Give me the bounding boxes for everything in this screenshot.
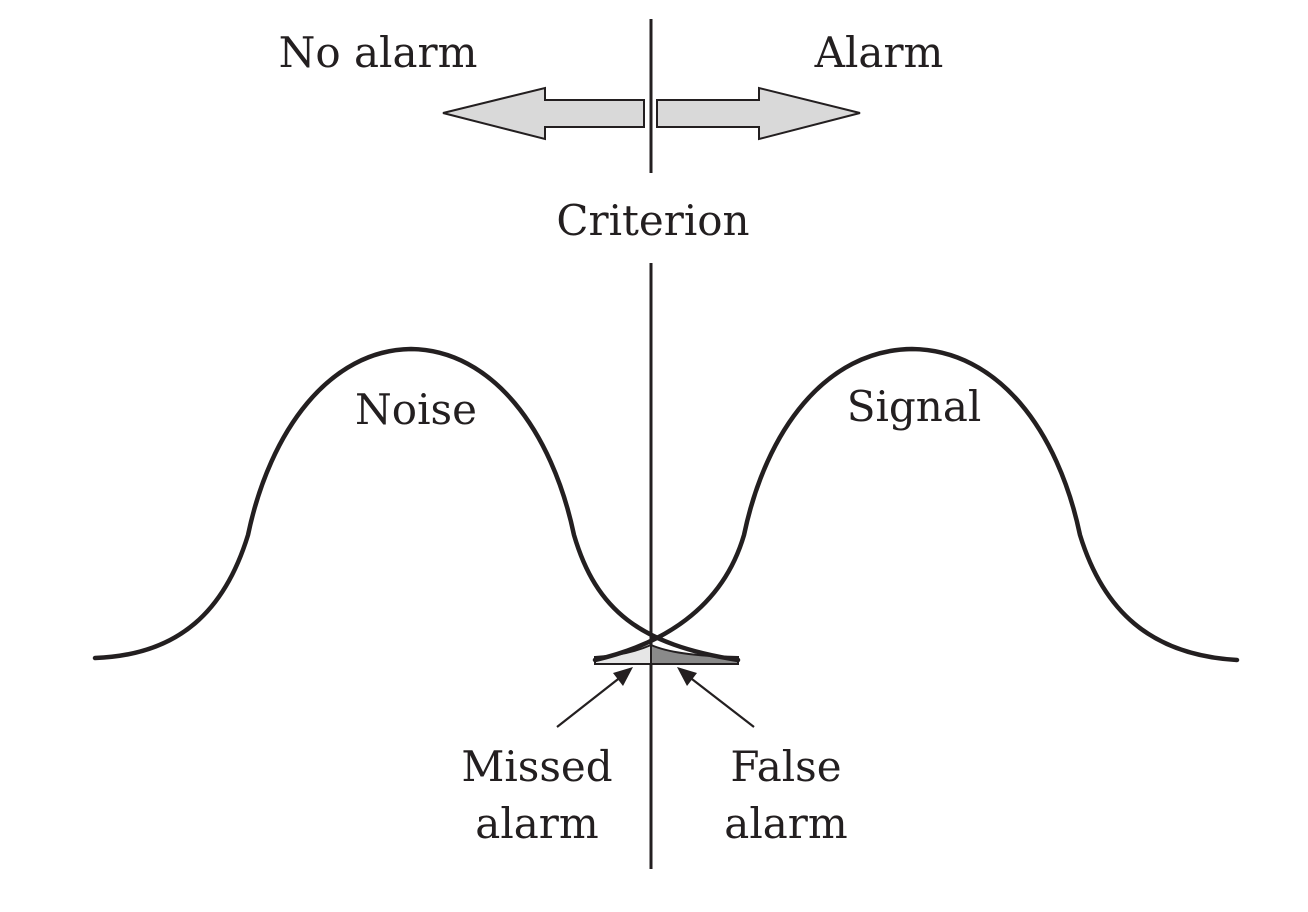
false-alarm-region [650,643,739,665]
false-alarm-label-line2: alarm [724,799,847,848]
noise-label: Noise [355,385,477,434]
false-alarm-pointer [687,675,755,728]
alarm-arrow [656,86,861,141]
alarm-label: Alarm [814,28,944,77]
no-alarm-arrow [442,86,645,141]
missed-alarm-label-line2: alarm [475,799,598,848]
signal-curve [592,346,1240,663]
criterion-label: Criterion [556,196,749,245]
missed-alarm-pointer [556,675,623,728]
false-alarm-label-line1: False [730,742,841,791]
no-alarm-label: No alarm [279,28,478,77]
signal-label: Signal [847,382,982,431]
missed-alarm-pointer-head [613,667,633,686]
false-alarm-pointer-head [677,667,697,686]
missed-alarm-label-line1: Missed [461,742,612,791]
noise-curve [92,346,741,663]
